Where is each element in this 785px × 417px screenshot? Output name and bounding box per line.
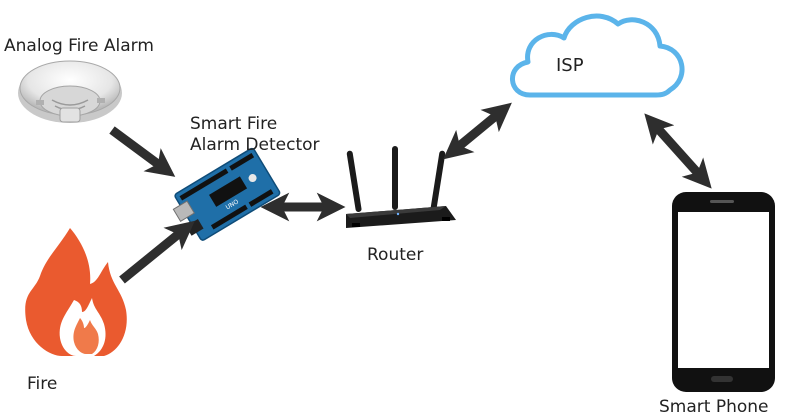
arrows — [109, 102, 712, 284]
detector-label-line1: Smart Fire — [190, 114, 278, 134]
label-fire: Fire — [27, 374, 58, 394]
wifi-router-icon — [346, 146, 456, 228]
label-router: Router — [367, 245, 424, 265]
smoke-detector-icon — [18, 60, 122, 123]
cloud-icon — [510, 13, 685, 98]
label-smart-phone: Smart Phone — [659, 397, 769, 417]
detector-label-line2: Alarm Detector — [190, 135, 320, 155]
flame-icon — [25, 228, 127, 356]
arrow-alarm-to-detector — [109, 126, 176, 177]
arrow-fire-to-detector — [119, 220, 195, 284]
smartphone-icon — [672, 192, 775, 392]
label-analog-fire-alarm: Analog Fire Alarm — [4, 36, 154, 56]
arrow-isp-phone — [644, 113, 712, 189]
label-isp: ISP — [556, 55, 584, 76]
arrow-router-isp — [443, 102, 512, 160]
label-smart-fire-alarm-detector: Smart Fire Alarm Detector — [190, 114, 320, 156]
